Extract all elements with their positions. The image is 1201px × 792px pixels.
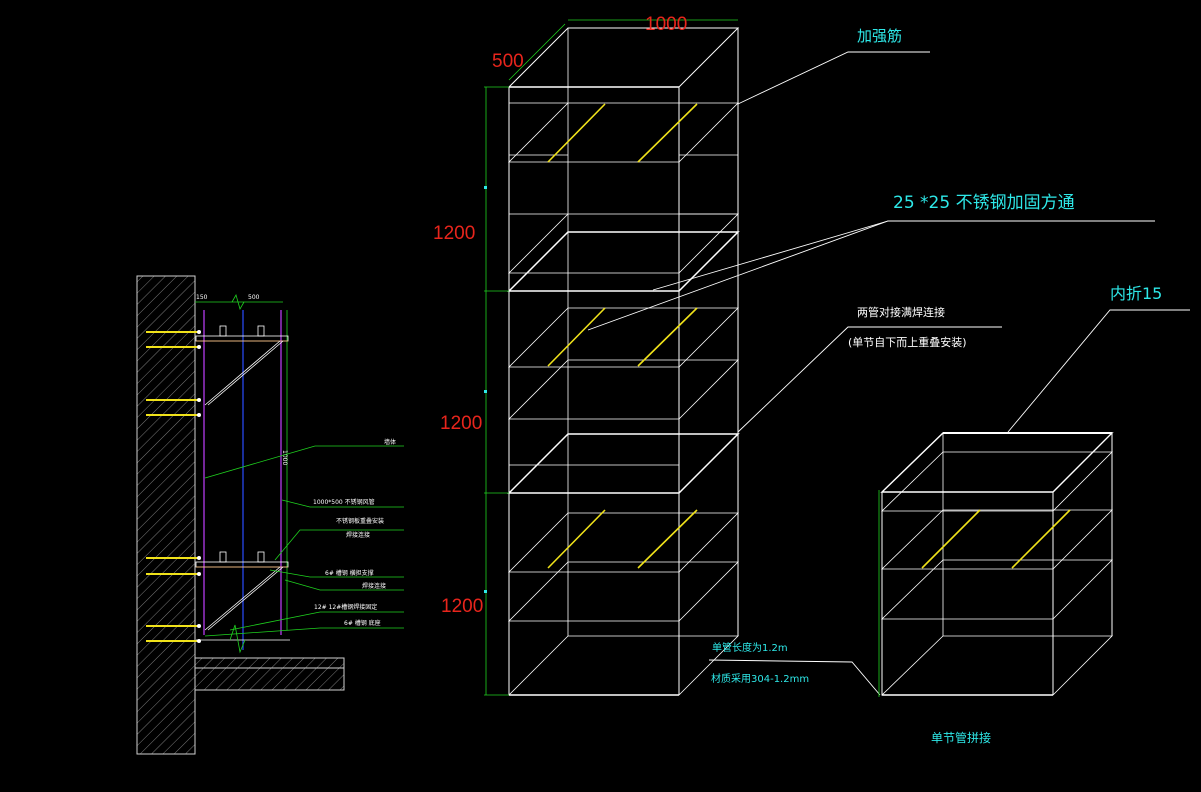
wall-hatch (136, 275, 196, 755)
section-label-wall: 墙体 (384, 438, 396, 446)
section-label-duct: 1000*500 不锈钢风管 (313, 498, 375, 506)
slab-under (194, 667, 345, 691)
section-top-w2: 500 (248, 294, 260, 301)
dim-depth: 500 (492, 51, 524, 72)
section-label-weld2: 焊接连接 (362, 582, 386, 590)
section-view: 150 500 1000 (136, 275, 404, 755)
reinforcement-braces (547, 103, 698, 569)
label-single-section: 单节管拼接 (931, 730, 991, 745)
dim-height-top: 1200 (433, 223, 475, 244)
annotation-leaders (587, 51, 1190, 696)
section-top-w1: 150 (196, 294, 208, 301)
stacked-duct-iso (507, 27, 740, 696)
section-label-overlap: 不锈钢板重叠安装 (336, 517, 384, 525)
section-side-h: 1000 (281, 450, 288, 465)
section-label-base: 6# 槽钢 底座 (344, 619, 381, 627)
dim-width: 1000 (645, 14, 687, 35)
dim-height-mid: 1200 (440, 413, 482, 434)
dim-height-bot: 1200 (441, 596, 483, 617)
label-weld-joint: 两管对接满焊连接 (857, 305, 945, 319)
label-install-note: (单节自下而上重叠安装) (848, 335, 967, 349)
section-label-channel: 6# 槽钢 横担支撑 (325, 569, 374, 577)
label-single-length: 单管长度为1.2m (712, 641, 788, 654)
section-label-weld: 焊接连接 (346, 531, 370, 539)
slab-hatch (194, 657, 345, 669)
single-section-braces (921, 509, 1071, 569)
label-material: 材质采用304-1.2mm (711, 672, 809, 685)
label-reinforcement: 加强筋 (857, 27, 902, 45)
label-square-tube: 25 *25 不锈钢加固方通 (893, 193, 1075, 213)
dimension-lines (484, 19, 738, 696)
label-inner-fold: 内折15 (1110, 284, 1162, 303)
single-section-iso (880, 432, 1114, 696)
section-label-fix: 12# 12#槽钢焊接固定 (314, 603, 377, 611)
